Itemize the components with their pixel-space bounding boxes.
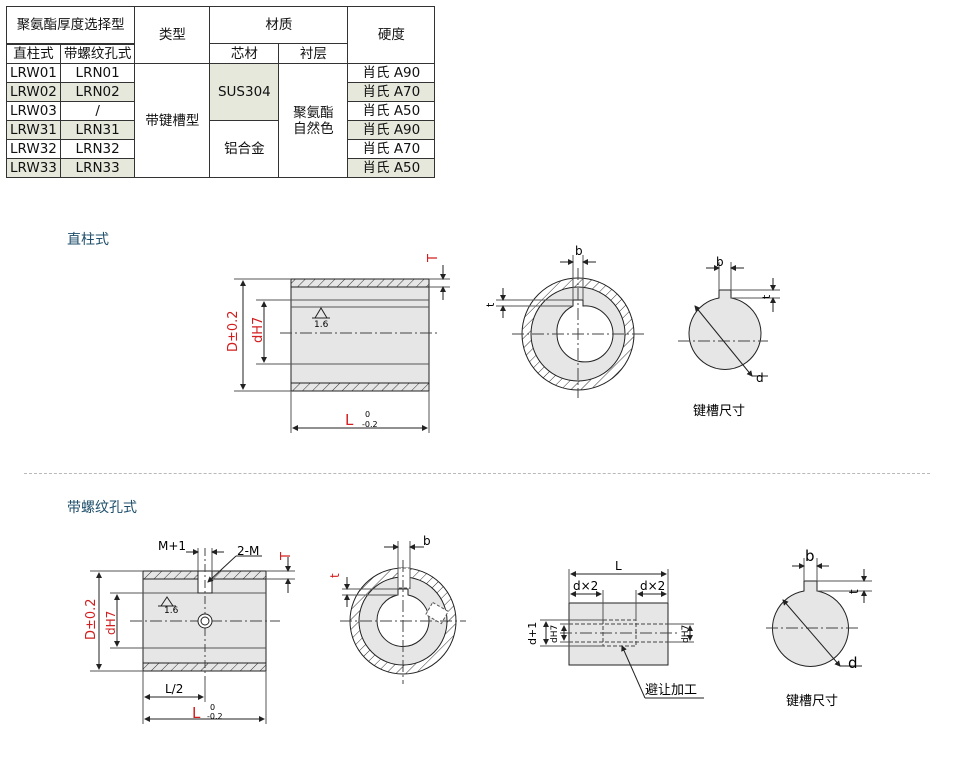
label-L-relief: L	[615, 559, 622, 573]
label-d-plus-1: d+1	[526, 622, 539, 645]
label-dx2-right: d×2	[640, 579, 665, 593]
divider	[24, 473, 930, 474]
label-T-threaded: T	[279, 552, 294, 561]
label-L-tol-top-2: 0	[210, 703, 215, 712]
section-title-straight: 直柱式	[67, 232, 109, 248]
roughness-straight: 1.6	[314, 320, 329, 330]
threaded-end-view	[340, 541, 466, 684]
selection-table: 聚氨酯厚度选择型 类型 材质 硬度 芯材 衬层 直柱式 带螺纹孔式 LRW01 …	[5, 6, 436, 178]
cell-hardness: 肖氏 A70	[347, 82, 436, 102]
cell-straight: LRW02	[6, 82, 61, 102]
caption-keyway-threaded: 键槽尺寸	[786, 694, 838, 709]
label-L-tol-bottom-2: -0.2	[207, 712, 223, 721]
cell-hardness: 肖氏 A90	[347, 120, 436, 140]
cell-core-al: 铝合金	[209, 120, 280, 178]
label-b-end: b	[575, 244, 583, 258]
label-L-threaded: L	[192, 704, 201, 722]
header-core: 芯材	[209, 43, 280, 64]
roughness-threaded: 1.6	[164, 606, 179, 616]
label-dH7-relief-left: dH7	[550, 625, 560, 643]
label-M1: M+1	[158, 539, 186, 553]
relief-machining-view	[540, 569, 704, 699]
section-title-threaded: 带螺纹孔式	[67, 500, 137, 516]
header-straight: 直柱式	[6, 44, 61, 64]
threaded-keyway-detail	[766, 558, 872, 667]
label-b-keyway-2: b	[805, 547, 815, 565]
cell-hardness: 肖氏 A90	[347, 63, 436, 83]
label-b-end-2: b	[423, 534, 431, 548]
label-L-straight: L	[345, 411, 354, 429]
straight-side-view	[234, 265, 450, 433]
cell-straight: LRW33	[6, 158, 61, 178]
label-dH7-relief-right: dH7	[681, 625, 691, 643]
header-hardness: 硬度	[347, 6, 436, 64]
label-L-half: L/2	[165, 682, 183, 696]
cell-threaded: LRN31	[59, 120, 136, 140]
cell-threaded: LRN02	[59, 82, 136, 102]
label-t-keyway: t	[760, 294, 773, 299]
label-L-tol-bottom: -0.2	[362, 420, 378, 429]
header-type: 类型	[134, 6, 211, 64]
cell-core-sus: SUS304	[209, 63, 280, 121]
label-L-tol-top: 0	[365, 410, 370, 419]
cell-threaded: LRN33	[59, 158, 136, 178]
label-dH7-threaded: dH7	[104, 611, 118, 635]
threaded-side-view	[90, 548, 295, 724]
cell-straight: LRW31	[6, 120, 61, 140]
cell-hardness: 肖氏 A50	[347, 158, 436, 178]
cell-type: 带键槽型	[134, 63, 211, 178]
cell-lining: 聚氨酯 自然色	[278, 63, 349, 178]
label-t-end: t	[484, 302, 497, 307]
label-b-keyway: b	[716, 255, 724, 269]
header-threaded: 带螺纹孔式	[59, 44, 136, 64]
label-d-keyway: d	[756, 371, 764, 385]
label-2M: 2-M	[237, 544, 259, 558]
caption-keyway-straight: 键槽尺寸	[693, 404, 745, 419]
label-t-keyway-2: t	[847, 589, 861, 594]
label-dx2-left: d×2	[573, 579, 598, 593]
label-T-straight: T	[426, 254, 441, 263]
header-select: 聚氨酯厚度选择型	[5, 6, 136, 44]
straight-end-view	[496, 255, 644, 398]
label-D-straight: D±0.2	[226, 310, 241, 352]
label-D-threaded: D±0.2	[84, 598, 99, 640]
straight-keyway-detail	[678, 262, 780, 377]
cell-straight: LRW01	[6, 63, 61, 83]
label-t-end-2: t	[328, 573, 342, 578]
label-dH7-straight: dH7	[251, 317, 266, 343]
label-d-keyway-2: d	[848, 654, 858, 672]
caption-relief: 避让加工	[645, 683, 697, 698]
